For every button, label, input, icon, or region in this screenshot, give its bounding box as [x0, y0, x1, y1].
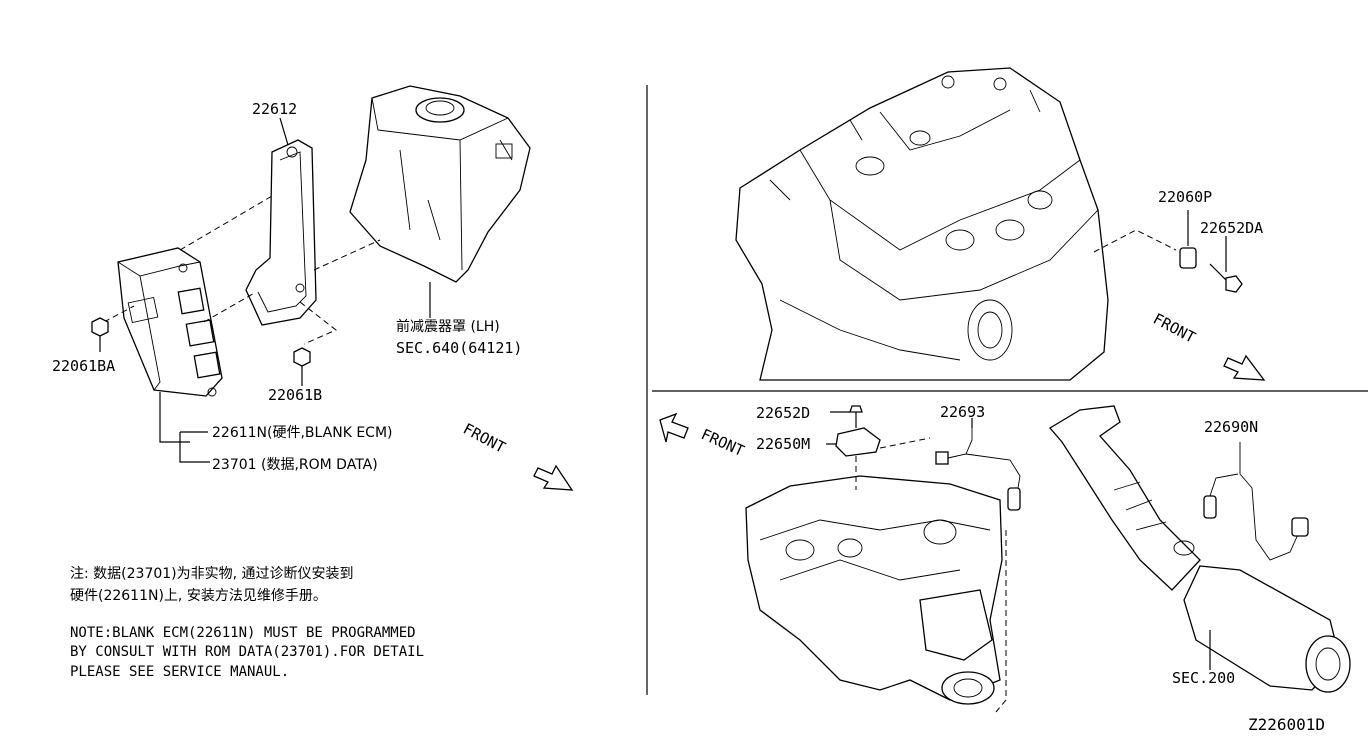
label-sec-200: SEC.200 [1172, 669, 1235, 687]
front-direction-arrow-top-right: FRONT [1150, 310, 1266, 381]
front-direction-arrow-bottom-left: FRONT [659, 412, 747, 460]
note-cn-line-1: 注: 数据(23701)为非实物, 通过诊断仪安装到 [70, 566, 354, 582]
label-22693: 22693 [940, 403, 985, 421]
svg-text:FRONT: FRONT [698, 425, 747, 460]
label-22061BA: 22061BA [52, 357, 115, 375]
nut-22061B [293, 347, 311, 386]
label-22060P: 22060P [1158, 188, 1212, 206]
bolt-22652D [849, 405, 863, 428]
engine-block-top [735, 67, 1109, 381]
exhaust-front-pipe-catalyst [1049, 405, 1351, 693]
bracket-22650M [835, 427, 881, 457]
label-22652D: 22652D [756, 404, 810, 422]
sensor-22060P [1179, 210, 1197, 269]
label-strut-housing: 前减震器罩 (LH) [396, 318, 500, 335]
bolt-22652DA [1209, 236, 1243, 293]
label-22652DA: 22652DA [1200, 219, 1263, 237]
label-22061B: 22061B [268, 386, 322, 404]
label-22612: 22612 [252, 100, 297, 118]
sensor-22693 [935, 418, 1021, 511]
diagram-id: Z226001D [1248, 715, 1325, 734]
front-direction-arrow-left-panel: FRONT [460, 420, 574, 491]
label-22650M: 22650M [756, 435, 810, 453]
svg-text:FRONT: FRONT [460, 420, 508, 457]
ecm-bracket-22612 [245, 117, 317, 326]
label-22690N: 22690N [1204, 418, 1258, 436]
label-22611N: 22611N(硬件,BLANK ECM) [212, 425, 393, 441]
engine-block-bottom [745, 475, 1003, 705]
note-en-line-3: PLEASE SEE SERVICE MANAUL. [70, 664, 289, 680]
note-cn-line-2: 硬件(22611N)上, 安装方法见维修手册。 [70, 588, 327, 604]
ecm-unit-22611N [117, 247, 223, 397]
label-23701: 23701 (数据,ROM DATA) [212, 457, 378, 473]
note-en-line-2: BY CONSULT WITH ROM DATA(23701).FOR DETA… [70, 644, 424, 660]
nut-22061BA [91, 317, 109, 352]
sensor-22690N [1203, 442, 1309, 561]
label-sec-640: SEC.640(64121) [396, 339, 522, 357]
strut-tower-housing [349, 85, 531, 283]
note-en-line-1: NOTE:BLANK ECM(22611N) MUST BE PROGRAMME… [70, 625, 416, 641]
svg-text:FRONT: FRONT [1150, 310, 1198, 347]
